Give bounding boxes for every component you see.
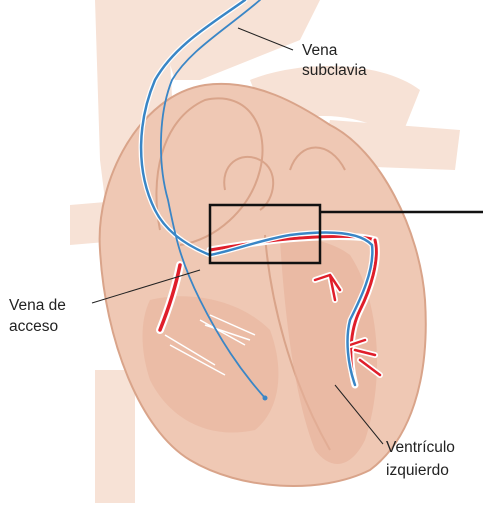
- guidewire-tip: [263, 396, 268, 401]
- subclavian-vessel: [150, 0, 320, 80]
- inferior-vena-cava: [95, 370, 135, 503]
- label-access-line2: acceso: [9, 318, 66, 336]
- label-ventricle-line2: izquierdo: [386, 462, 455, 480]
- label-subclavian-line1: Vena: [302, 42, 367, 60]
- label-subclavian-line2: subclavia: [302, 62, 367, 80]
- label-access-line1: Vena de: [9, 297, 66, 315]
- label-ventricle-line1: Ventrículo: [386, 439, 455, 457]
- label-subclavian-vein: Vena subclavia: [302, 42, 367, 80]
- label-left-ventricle: Ventrículo izquierdo: [386, 439, 455, 480]
- label-access-vein: Vena de acceso: [9, 297, 66, 336]
